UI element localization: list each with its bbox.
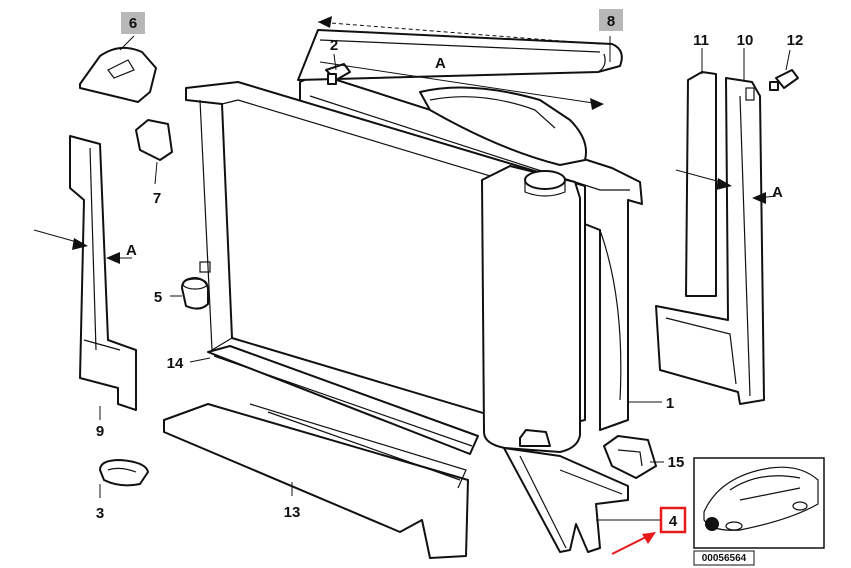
- callout-12[interactable]: 12: [787, 32, 804, 49]
- car-locator-inset: 00056564: [693, 457, 825, 566]
- part-10-11-right-panels: [655, 71, 765, 405]
- part-15-clip: [603, 435, 657, 479]
- screw-12: [769, 69, 799, 91]
- callout-9[interactable]: 9: [96, 423, 104, 440]
- callout-11[interactable]: 11: [693, 32, 709, 49]
- part-7-mount: [135, 119, 173, 161]
- callout-13[interactable]: 13: [284, 504, 301, 521]
- top-seal-strip: [297, 29, 623, 81]
- part-4-bracket: [503, 447, 629, 553]
- part-3-clip: [99, 459, 149, 487]
- part-13-air-duct: [163, 403, 469, 559]
- callout-4-selection-box: [659, 506, 687, 534]
- callout-10[interactable]: 10: [737, 32, 754, 49]
- callout-8[interactable]: 8: [607, 13, 615, 30]
- callout-14[interactable]: 14: [167, 355, 184, 372]
- part-5-bushing: [181, 277, 209, 310]
- callout-labels: 6 8 2 7 5 14 9 3 13 1 11 10 12 15 4: [96, 9, 804, 555]
- callout-6[interactable]: 6: [129, 15, 137, 32]
- location-marker: [705, 517, 719, 531]
- callout-15[interactable]: 15: [668, 454, 685, 471]
- callout-4[interactable]: 4: [669, 513, 678, 530]
- part-14-lower-seal: [207, 345, 479, 455]
- screw-2: [325, 63, 351, 85]
- expansion-tank: [481, 165, 581, 453]
- selection-arrow-head: [642, 532, 656, 544]
- reference-number: 00056564: [702, 553, 747, 564]
- callout-7[interactable]: 7: [153, 190, 161, 207]
- part-6-clip: [79, 46, 157, 103]
- callout-1[interactable]: 1: [666, 395, 674, 412]
- leader-lines: [99, 35, 791, 521]
- callout-5[interactable]: 5: [154, 289, 162, 306]
- radiator-drain-plug: [199, 261, 211, 273]
- callout-2[interactable]: 2: [330, 37, 338, 54]
- direction-letter-top: A: [435, 55, 446, 72]
- part-9-left-panel: [69, 135, 137, 411]
- direction-letter-left: A: [126, 242, 137, 259]
- direction-arrows: [33, 16, 777, 264]
- callout-8-highlight: [599, 9, 623, 31]
- direction-letter-right: A: [772, 184, 783, 201]
- callout-3[interactable]: 3: [96, 505, 104, 522]
- callout-6-highlight: [121, 12, 145, 34]
